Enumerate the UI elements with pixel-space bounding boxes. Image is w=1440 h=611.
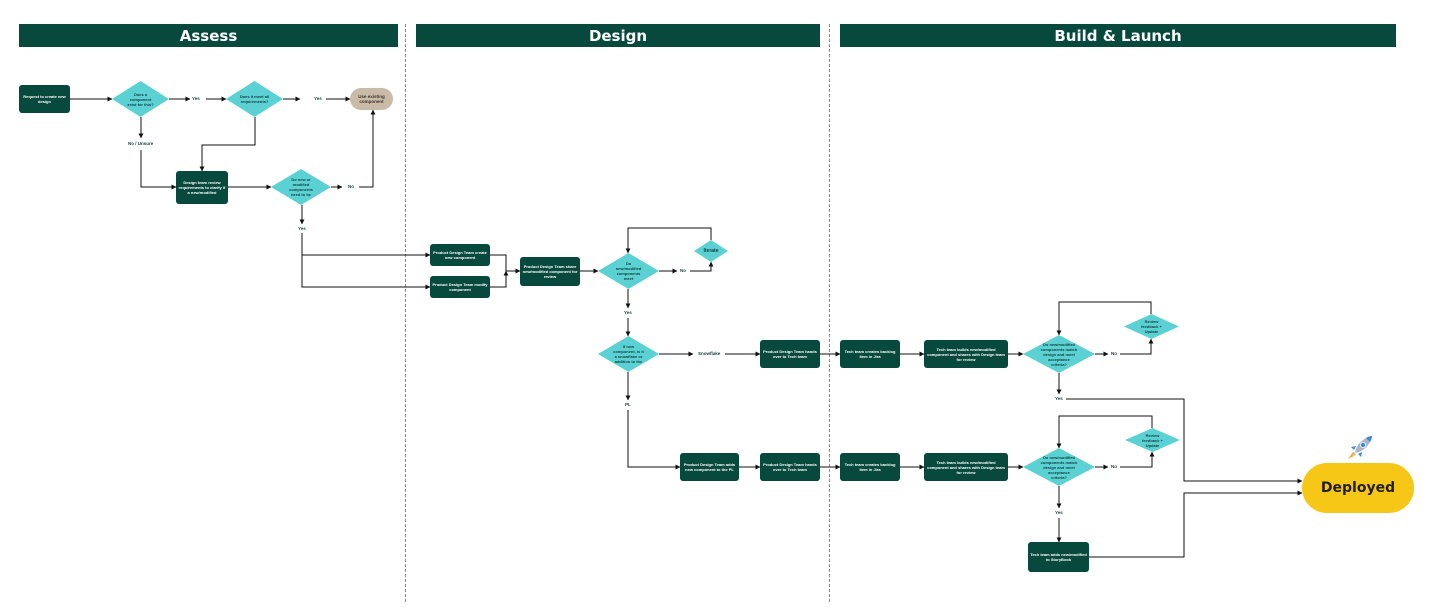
edge [1066, 398, 1303, 484]
decision-snowflake-or-pl: If new component, is it a snowflake or a… [598, 336, 659, 372]
node-share-for-review: Product Design Team share new/modified c… [520, 257, 580, 286]
decision-meets-requirements: Does it meet all requirements? [226, 81, 283, 117]
phase-header-build-launch: Build & Launch [840, 24, 1396, 47]
node-create-jira-item: Tech team creates backlog item in Jira [840, 453, 900, 481]
decision-label: If new component, is it a snowflake or a… [613, 344, 644, 364]
edge-label-no: No [679, 268, 687, 273]
edge-label-yes: Yes [191, 96, 201, 101]
edge [199, 117, 256, 172]
node-add-to-storybook: Tech team adds new/modified to StoryBook [1028, 542, 1089, 572]
decision-label: Do new/modified components match design … [1040, 454, 1078, 480]
edge-label-no: No [1110, 464, 1118, 469]
node-create-jira-item: Tech team creates backlog item in Jira [840, 340, 900, 368]
phase-header-design: Design [416, 24, 820, 47]
node-tech-build-share: Tech team builds new/modified component … [924, 340, 1008, 368]
edge-label-yes: Yes [1054, 510, 1064, 515]
node-design-team-review: Design team review requirements to clari… [176, 171, 228, 204]
phase-divider [405, 24, 406, 602]
decision-label: Review feedback + Update [1141, 319, 1162, 334]
edge-label-yes: Yes [1054, 396, 1064, 401]
edge [1089, 490, 1303, 558]
decision-label: Do new or modified components need to be [289, 177, 313, 197]
node-request-new-design: Request to create new design [19, 85, 70, 113]
edge [490, 254, 521, 274]
edge [1056, 301, 1152, 336]
edge [140, 150, 177, 190]
edge [359, 109, 376, 188]
edge [690, 261, 714, 272]
node-review-feedback: Review feedback + Update [1124, 314, 1179, 339]
decision-need-new-or-modified: Do new or modified components need to be [271, 169, 331, 205]
edge-label-no: No [347, 184, 355, 189]
node-handover-tech-team: Product Design Team hands over to Tech t… [760, 340, 820, 368]
node-review-feedback: Review feedback + Update [1125, 428, 1180, 452]
decision-label: Does a component exist for this? [127, 91, 154, 107]
edge-label-yes: Yes [623, 310, 633, 315]
edge-label-yes: Yes [313, 96, 323, 101]
decision-label: Iterate [703, 247, 719, 254]
edge-label-no: No [1110, 351, 1118, 356]
edge [627, 410, 681, 470]
edge-label-snowflake: Snowflake [697, 351, 722, 356]
decision-label: Do new/modified components meet [615, 261, 642, 281]
phase-divider [829, 24, 830, 602]
node-add-to-pl: Product Design Team adds new component t… [680, 453, 739, 481]
node-handover-tech-team: Product Design Team hands over to Tech t… [760, 453, 820, 481]
edge [1120, 451, 1155, 468]
node-use-existing-component: Use existing component [350, 88, 393, 110]
edge [625, 227, 712, 254]
node-create-new-component: Product Design Team create new component [430, 244, 490, 266]
node-modify-component: Product Design Team modify component [430, 276, 490, 298]
edge [1120, 338, 1154, 355]
node-tech-build-share: Tech team builds new/modified component … [924, 453, 1008, 481]
edge [1056, 415, 1153, 449]
decision-match-design: Do new/modified components match design … [1023, 448, 1095, 486]
edge [301, 233, 431, 258]
decision-label: Does it meet all requirements? [239, 94, 270, 104]
decision-components-meet: Do new/modified components meet [598, 253, 659, 289]
edge-label-no-unsure: No / Unsure [127, 141, 155, 146]
rocket-icon [1348, 436, 1372, 459]
edge [301, 255, 431, 290]
decision-match-design: Do new/modified components match design … [1023, 335, 1095, 373]
edge-label-yes: Yes [297, 226, 307, 231]
decision-label: Do new/modified components match design … [1040, 341, 1078, 367]
edge [490, 270, 509, 288]
decision-component-exists: Does a component exist for this? [112, 81, 169, 117]
node-deployed: Deployed [1302, 463, 1414, 513]
edge-label-pl: PL [624, 402, 632, 407]
phase-header-assess: Assess [19, 24, 398, 47]
decision-label: Review feedback + Update [1142, 432, 1163, 448]
node-iterate: Iterate [694, 240, 728, 262]
